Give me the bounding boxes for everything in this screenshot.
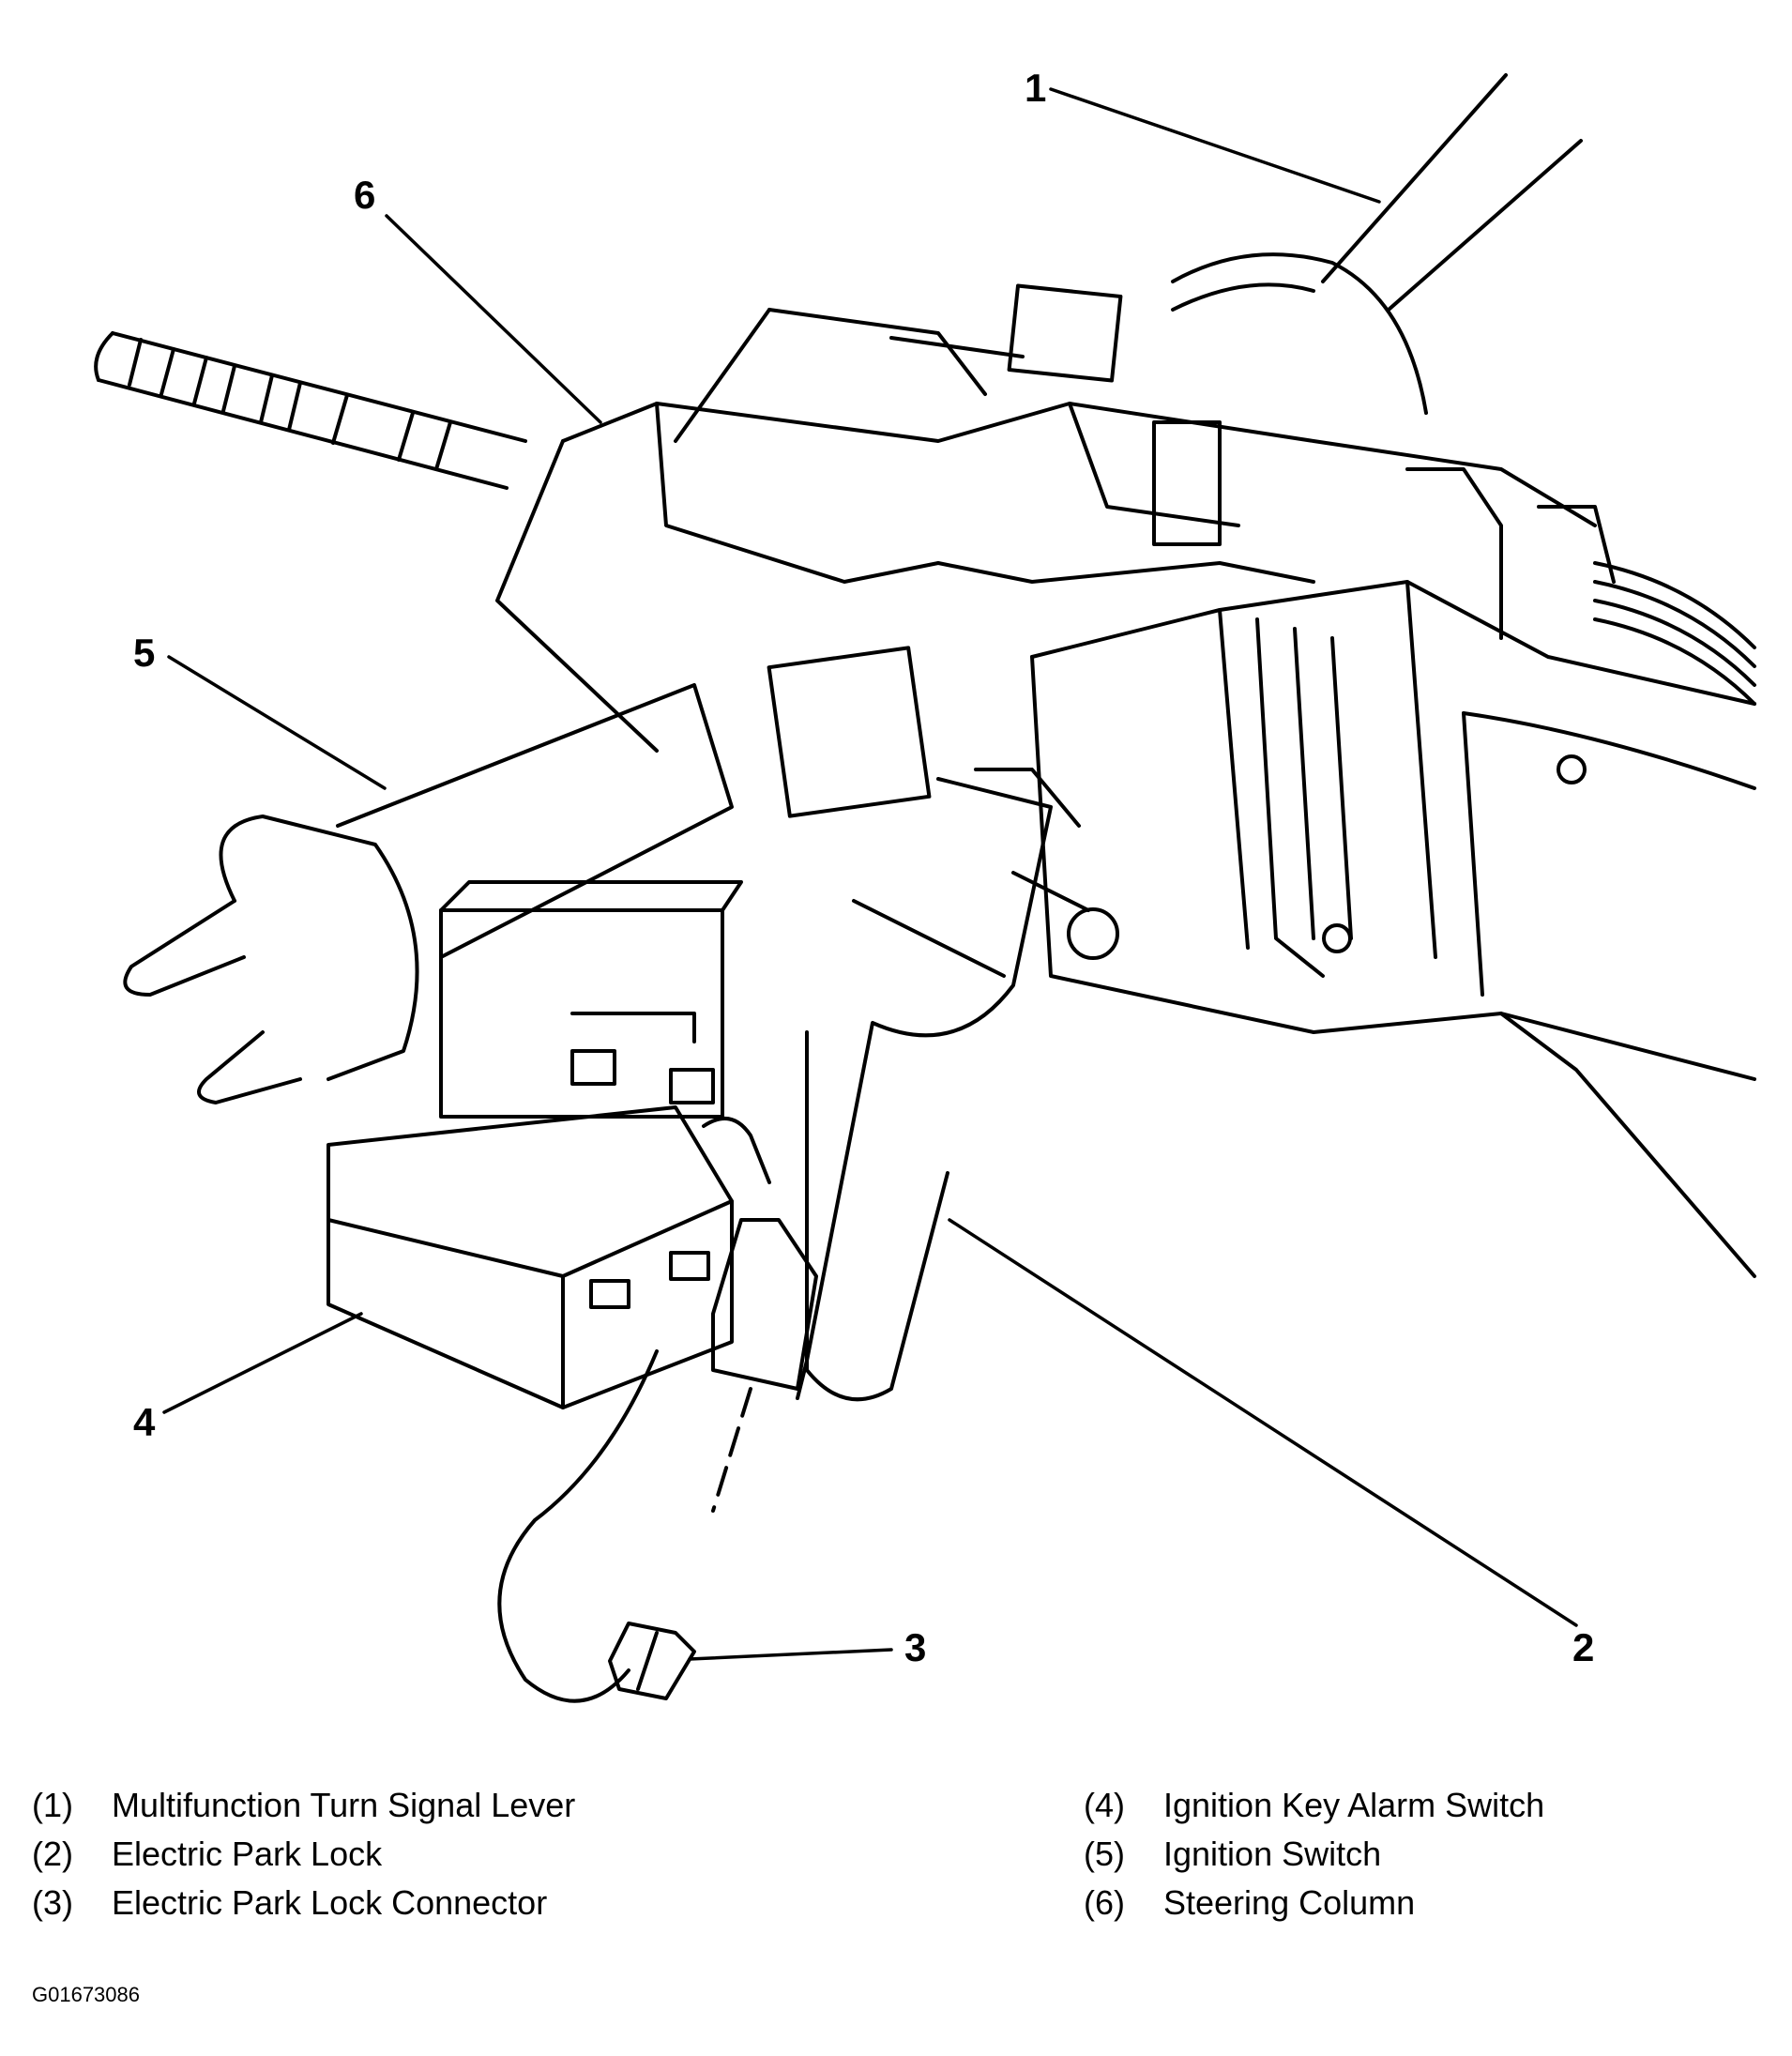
legend-item: (4) Ignition Key Alarm Switch [1084, 1781, 1544, 1830]
legend-label: Ignition Key Alarm Switch [1163, 1786, 1545, 1824]
legend-label: Ignition Switch [1163, 1835, 1382, 1873]
callout-number: 1 [1025, 66, 1046, 110]
parts-legend: (1) Multifunction Turn Signal Lever (2) … [0, 1781, 1792, 1987]
legend-number: (3) [32, 1883, 73, 1922]
legend-label: Steering Column [1163, 1883, 1416, 1922]
upper-connectors [767, 283, 1756, 818]
legend-item: (5) Ignition Switch [1084, 1830, 1544, 1879]
legend-item: (3) Electric Park Lock Connector [32, 1879, 575, 1927]
steering-column-illustration: 1 6 5 4 3 2 [94, 66, 1756, 1703]
legend-label: Multifunction Turn Signal Lever [112, 1786, 576, 1824]
legend-label: Electric Park Lock Connector [112, 1883, 548, 1922]
legend-column-left: (1) Multifunction Turn Signal Lever (2) … [32, 1781, 575, 1927]
legend-number: (4) [1084, 1786, 1125, 1824]
legend-item: (1) Multifunction Turn Signal Lever [32, 1781, 575, 1830]
ignition-switch [123, 683, 743, 1119]
callout-number: 2 [1572, 1625, 1594, 1669]
park-lock-connector [608, 1387, 752, 1700]
legend-number: (5) [1084, 1835, 1125, 1873]
electric-park-lock [702, 768, 1119, 1402]
leader-line-2 [948, 1218, 1578, 1627]
legend-number: (6) [1084, 1883, 1125, 1922]
legend-column-right: (4) Ignition Key Alarm Switch (5) Igniti… [1084, 1781, 1544, 1927]
callout-number: 6 [354, 173, 375, 217]
leader-lines [162, 87, 1578, 1661]
legend-number: (1) [32, 1786, 73, 1824]
callout-number: 4 [133, 1400, 156, 1444]
turn-signal-lever-shaft [1171, 73, 1583, 415]
legend-item: (2) Electric Park Lock [32, 1830, 575, 1879]
callout-number: 3 [904, 1625, 926, 1669]
steering-column-housing [495, 308, 1756, 1278]
leader-line-5 [167, 655, 387, 790]
leader-line-4 [162, 1312, 363, 1414]
leader-line-3 [688, 1648, 893, 1661]
steering-shaft [94, 331, 527, 490]
callout-number: 5 [133, 631, 155, 675]
ignition-key-alarm-switch [327, 1105, 734, 1703]
leader-line-1 [1049, 87, 1381, 204]
legend-number: (2) [32, 1835, 73, 1873]
legend-label: Electric Park Lock [112, 1835, 383, 1873]
leader-line-6 [385, 214, 602, 424]
figure-id: G01673086 [32, 1983, 140, 2006]
legend-item: (6) Steering Column [1084, 1879, 1544, 1927]
